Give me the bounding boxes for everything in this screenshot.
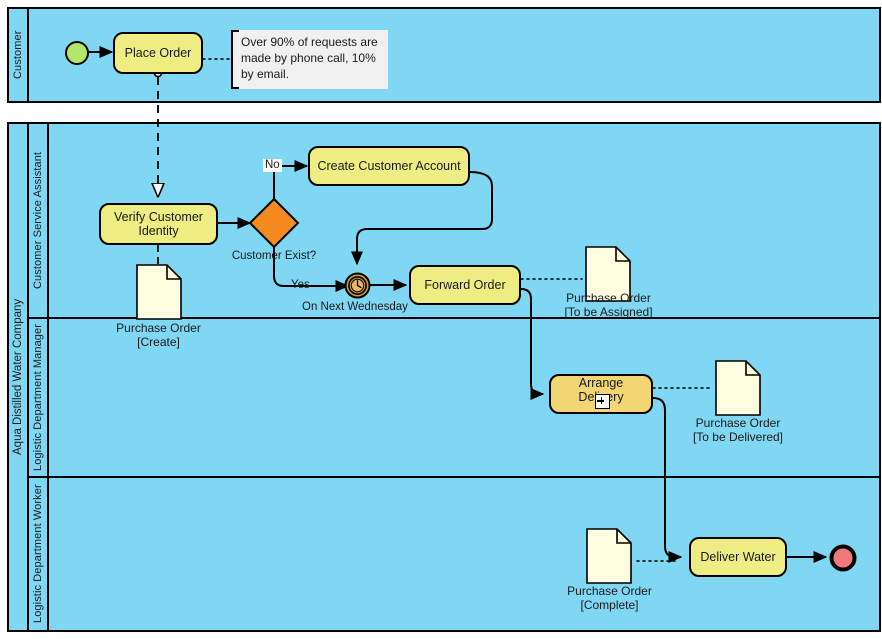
timer-intermediate-event[interactable] bbox=[344, 272, 371, 299]
task-verify-customer-identity[interactable]: Verify Customer Identity bbox=[99, 203, 218, 245]
task-arrange-delivery[interactable]: Arrange Delivery bbox=[549, 374, 653, 414]
task-create-customer-account[interactable]: Create Customer Account bbox=[308, 146, 470, 186]
annotation-bracket-icon bbox=[231, 30, 239, 89]
data-object-name-to-be-assigned: Purchase Order bbox=[566, 291, 651, 305]
data-object-purchase-order-complete[interactable] bbox=[586, 528, 632, 584]
gateway-customer-exist-label: Customer Exist? bbox=[229, 250, 319, 262]
task-place-order-label: Place Order bbox=[124, 45, 192, 60]
data-object-name-complete: Purchase Order bbox=[567, 584, 652, 598]
data-object-state-create: [Create] bbox=[137, 335, 180, 350]
data-object-label-purchase-order-complete: Purchase Order [Complete] bbox=[531, 584, 688, 613]
task-place-order[interactable]: Place Order bbox=[113, 32, 203, 74]
task-deliver-water-label: Deliver Water bbox=[700, 549, 776, 564]
data-object-label-purchase-order-to-be-assigned: Purchase Order [To be Assigned] bbox=[530, 291, 687, 320]
annotation-requests: Over 90% of requests are made by phone c… bbox=[231, 30, 388, 89]
timer-event-label: On Next Wednesday bbox=[302, 301, 408, 313]
data-object-purchase-order-to-be-assigned[interactable] bbox=[585, 246, 631, 302]
annotation-requests-text: Over 90% of requests are made by phone c… bbox=[241, 35, 378, 81]
data-object-state-to-be-assigned: [To be Assigned] bbox=[564, 305, 653, 320]
flow-label-no-text: No bbox=[265, 159, 280, 171]
flow-label-yes-text: Yes bbox=[291, 279, 310, 291]
task-forward-order-label: Forward Order bbox=[424, 277, 506, 292]
data-object-name-to-be-delivered: Purchase Order bbox=[695, 416, 781, 430]
task-forward-order[interactable]: Forward Order bbox=[409, 265, 521, 305]
data-object-state-complete: [Complete] bbox=[580, 598, 639, 613]
flow-label-yes: Yes bbox=[291, 279, 310, 291]
gateway-customer-exist[interactable] bbox=[248, 197, 300, 249]
data-object-name-create: Purchase Order bbox=[116, 321, 201, 335]
sub-process-plus-icon bbox=[594, 394, 610, 409]
task-create-customer-account-label: Create Customer Account bbox=[317, 158, 461, 173]
flow-label-no: No bbox=[263, 159, 282, 172]
task-verify-customer-identity-label: Verify Customer Identity bbox=[114, 209, 203, 238]
data-object-purchase-order-to-be-delivered[interactable] bbox=[715, 360, 761, 416]
data-object-purchase-order-create[interactable] bbox=[136, 264, 182, 320]
data-object-state-to-be-delivered: [To be Delivered] bbox=[692, 430, 784, 445]
task-deliver-water[interactable]: Deliver Water bbox=[689, 537, 787, 577]
data-object-label-purchase-order-create: Purchase Order [Create] bbox=[89, 321, 228, 350]
data-object-label-purchase-order-to-be-delivered: Purchase Order [To be Delivered] bbox=[658, 416, 818, 445]
end-event[interactable] bbox=[828, 543, 858, 573]
start-event[interactable] bbox=[64, 40, 90, 66]
gateway-label-text: Customer Exist? bbox=[231, 250, 317, 262]
timer-event-label-text: On Next Wednesday bbox=[302, 301, 408, 313]
